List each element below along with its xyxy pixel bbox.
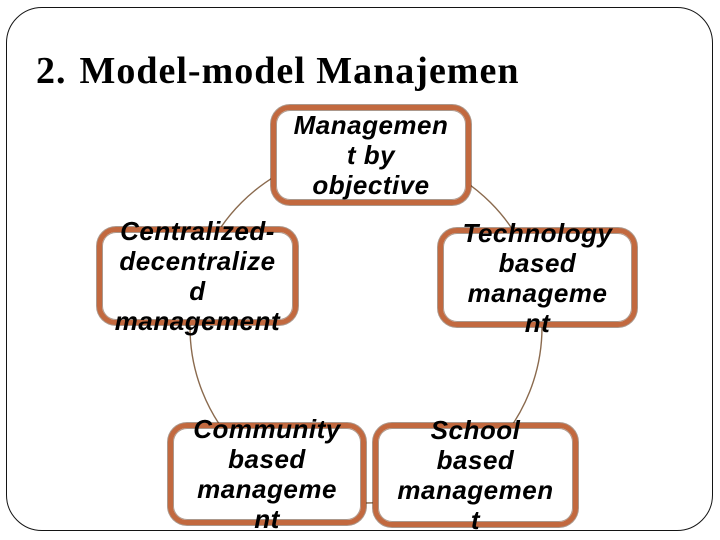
node-management-by-objective-label: Managemen t by objective bbox=[293, 110, 449, 200]
node-centralized-decentralized-management: Centralized- decentralize d management bbox=[97, 216, 298, 336]
node-community-based-management: Community based manageme nt bbox=[168, 414, 366, 534]
slide-title-text: Model-model Manajemen bbox=[79, 50, 520, 93]
node-technology-based-management-label: Technology based manageme nt bbox=[462, 217, 613, 338]
slide-title-number: 2. bbox=[36, 50, 67, 93]
node-centralized-decentralized-management-label: Centralized- decentralize d management bbox=[114, 216, 281, 336]
slide-title: 2. Model-model Manajemen bbox=[36, 51, 519, 93]
node-technology-based-management: Technology based manageme nt bbox=[438, 218, 637, 338]
node-school-based-management: School based managemen t bbox=[373, 415, 578, 535]
node-management-by-objective: Managemen t by objective bbox=[271, 105, 471, 205]
node-community-based-management-label: Community based manageme nt bbox=[193, 414, 341, 534]
node-school-based-management-label: School based managemen t bbox=[397, 415, 554, 535]
